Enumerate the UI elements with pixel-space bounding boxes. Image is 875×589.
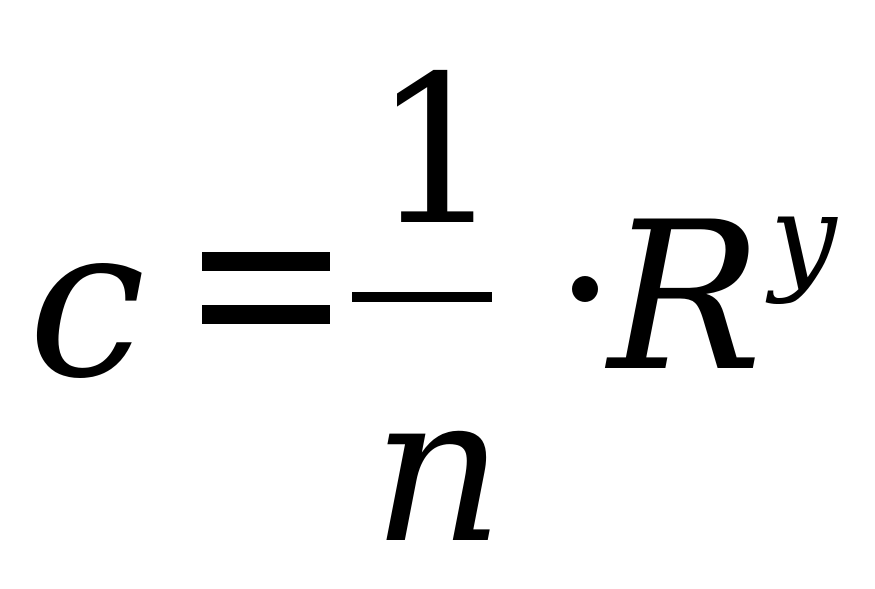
variable-c: c — [28, 180, 146, 425]
equals-bar-bottom — [202, 305, 330, 324]
fraction-denominator: n — [372, 351, 505, 589]
fraction-bar — [352, 292, 492, 302]
exponent-y: y — [770, 168, 837, 306]
fraction-numerator: 1 — [372, 33, 503, 271]
equals-bar-top — [202, 252, 330, 271]
formula: c 1 n R y — [28, 33, 837, 589]
multiplication-dot — [572, 276, 598, 302]
variable-R: R — [608, 179, 763, 417]
